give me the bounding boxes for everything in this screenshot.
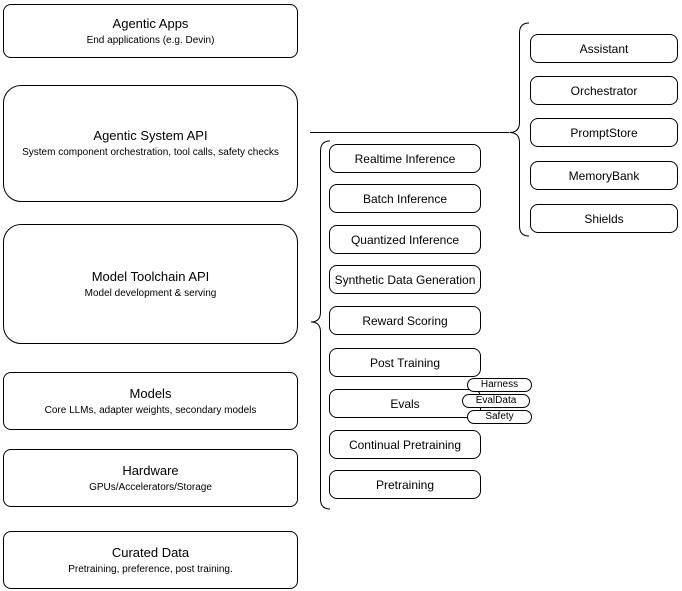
node-title: Hardware xyxy=(122,462,179,478)
toolchain-item-quantized-inference: Quantized Inference xyxy=(329,225,481,254)
evals-tag-harness: Harness xyxy=(467,378,532,392)
toolchain-item-continual-pretraining: Continual Pretraining xyxy=(329,430,481,459)
node-hardware: Hardware GPUs/Accelerators/Storage xyxy=(3,449,298,507)
toolchain-item-batch-inference: Batch Inference xyxy=(329,184,481,213)
node-title: Agentic System API xyxy=(93,128,208,143)
node-subtitle: End applications (e.g. Devin) xyxy=(86,34,215,46)
toolchain-item-synthetic-data-generation: Synthetic Data Generation xyxy=(329,265,481,294)
component-item-promptstore: PromptStore xyxy=(530,118,678,147)
node-agentic-system-api: Agentic System API System component orch… xyxy=(3,85,298,202)
node-models: Models Core LLMs, adapter weights, secon… xyxy=(3,372,298,430)
component-item-memorybank: MemoryBank xyxy=(530,161,678,190)
evals-tag-evaldata: EvalData xyxy=(462,394,530,408)
node-subtitle: Model development & serving xyxy=(84,287,217,299)
toolchain-item-evals: Evals xyxy=(329,389,481,418)
toolchain-item-post-training: Post Training xyxy=(329,348,481,377)
node-subtitle: GPUs/Accelerators/Storage xyxy=(89,481,212,493)
node-subtitle: Core LLMs, adapter weights, secondary mo… xyxy=(44,404,257,416)
node-title: Models xyxy=(129,385,172,401)
node-agentic-apps: Agentic Apps End applications (e.g. Devi… xyxy=(3,4,298,58)
toolchain-brace xyxy=(310,140,331,510)
node-curated-data: Curated Data Pretraining, preference, po… xyxy=(3,531,298,589)
evals-tag-safety: Safety xyxy=(467,410,532,424)
node-title: Curated Data xyxy=(111,544,190,560)
node-subtitle: System component orchestration, tool cal… xyxy=(22,147,279,158)
component-item-orchestrator: Orchestrator xyxy=(530,76,678,105)
node-title: Agentic Apps xyxy=(112,15,189,31)
toolchain-item-reward-scoring: Reward Scoring xyxy=(329,306,481,335)
toolchain-item-pretraining: Pretraining xyxy=(329,470,481,499)
node-model-toolchain-api: Model Toolchain API Model development & … xyxy=(3,224,298,344)
component-item-shields: Shields xyxy=(530,204,678,233)
node-subtitle: Pretraining, preference, post training. xyxy=(68,563,233,575)
components-brace xyxy=(509,22,530,237)
toolchain-item-realtime-inference: Realtime Inference xyxy=(329,144,481,173)
node-title: Model Toolchain API xyxy=(91,268,210,284)
component-item-assistant: Assistant xyxy=(530,34,678,63)
